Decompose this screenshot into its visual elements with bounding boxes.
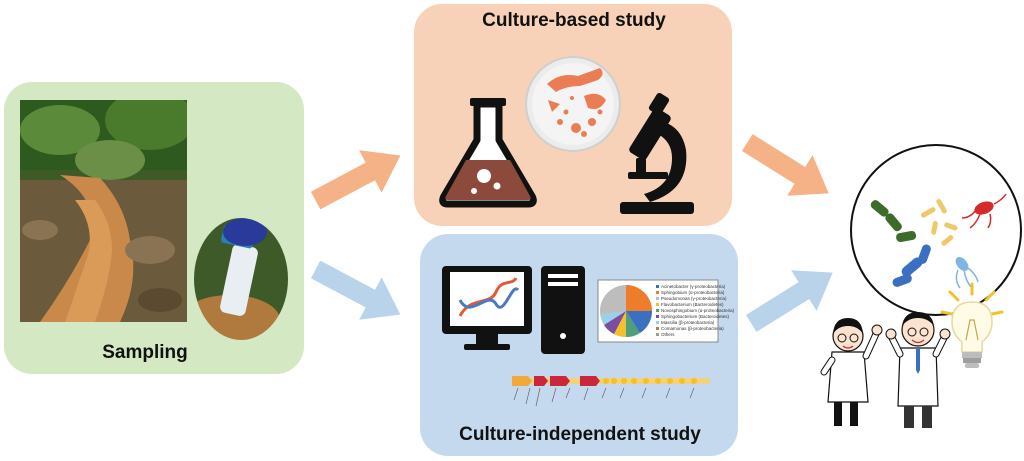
culture-based-title: Culture-based study: [482, 10, 666, 31]
sampling-label: Sampling: [102, 342, 188, 363]
scientists-icon: [820, 312, 951, 428]
pie-chart-icon: [597, 279, 719, 343]
bacteria-red-icon: [961, 193, 1007, 229]
arrow-sampling-to-culture: [310, 150, 401, 210]
pie-legend-item: Novosphingobium (α-proteobacteria): [661, 308, 735, 313]
microscope-icon: [620, 92, 694, 214]
computer-tower-icon: [541, 266, 585, 354]
pie-legend-item: Others: [661, 332, 675, 337]
tube-frame: [192, 216, 290, 342]
pie-legend-item: Flavobacterium (Bacteroidetes): [661, 302, 724, 307]
pie-legend-item: Sphingobium (α-proteobacteria): [661, 290, 725, 295]
arrow-sampling-to-independent: [310, 260, 401, 320]
arrow-culture-to-results: [741, 134, 829, 196]
culture-independent-title: Culture-independent study: [459, 424, 701, 445]
scientist-female: [820, 318, 883, 426]
pie-legend-item: Massilia (β-proteobacteria): [661, 320, 715, 325]
forest-stream-photo: [20, 100, 187, 322]
petri-dish-icon: [525, 56, 621, 152]
pie-legend-item: Pseudomonas (γ-proteobacteria): [661, 296, 727, 301]
pie-legend-item: Comamonas (β-proteobacteria): [661, 326, 724, 331]
bacteria-green-icon: [870, 200, 917, 243]
arrow-independent-to-results: [745, 270, 833, 332]
pie-legend-item: Sphingobacterium (Bacteroidetes): [661, 314, 730, 319]
lightbulb-icon: [940, 282, 1004, 368]
pie-legend-markers: [656, 285, 659, 336]
bacteria-yellow-icon: [920, 198, 958, 246]
dna-helix-icon: [458, 277, 520, 317]
bacteria-lightblue-icon: [955, 257, 979, 289]
scientist-male: [885, 312, 951, 428]
computer-monitor-icon: [442, 266, 532, 350]
flask-icon: [439, 98, 537, 208]
bacteria-blue-icon: [892, 244, 931, 287]
gene-map-icon: [512, 376, 710, 407]
pie-legend-item: Acinetobacter (γ-proteobacteria): [661, 284, 726, 289]
